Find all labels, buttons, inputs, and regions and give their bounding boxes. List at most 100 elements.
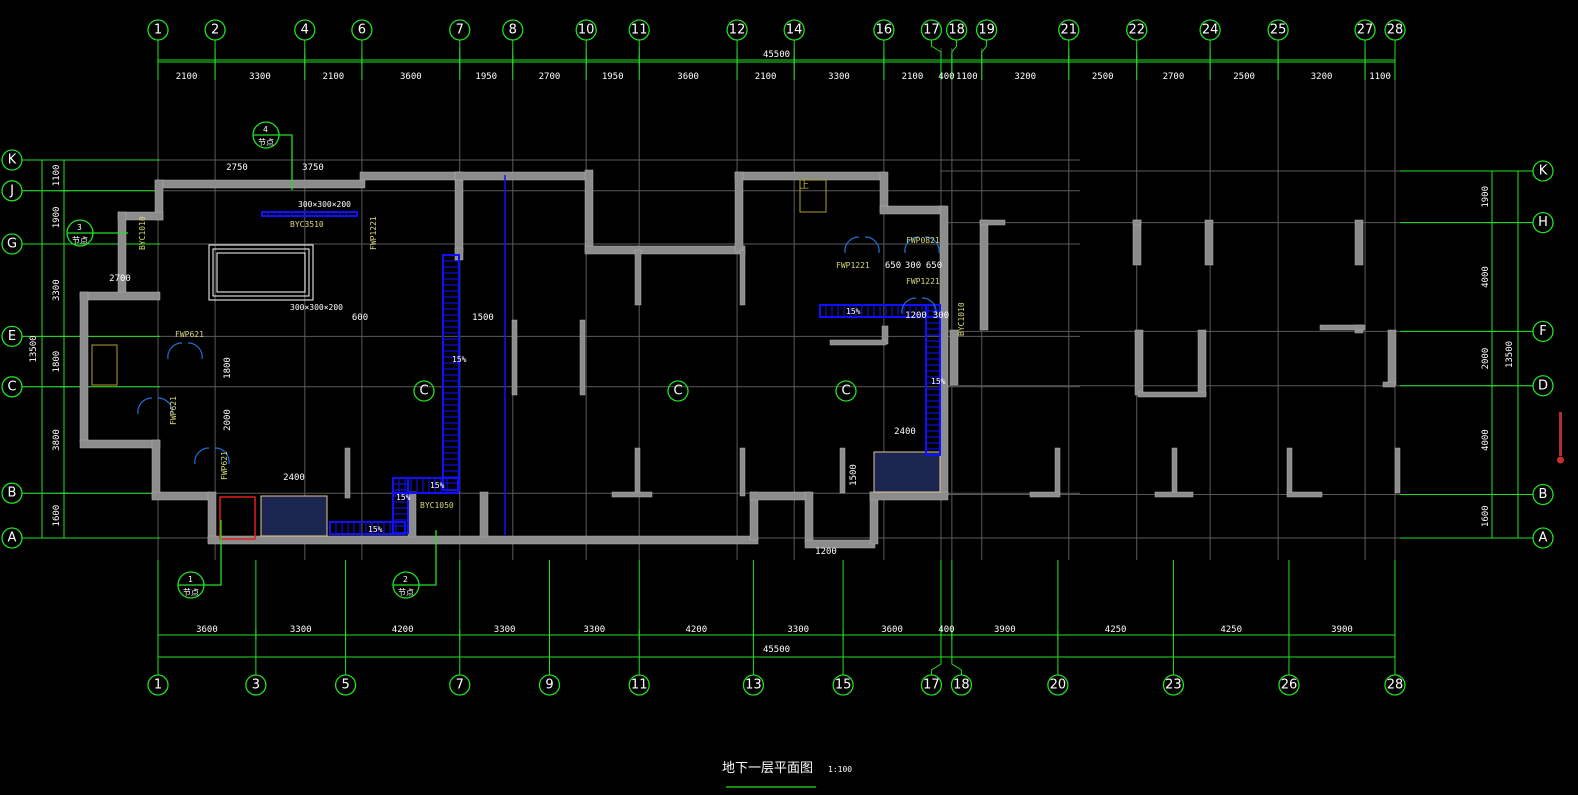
wall-segment [1154, 491, 1194, 498]
axis-label: 24 [1202, 23, 1219, 38]
axis-label: F [1539, 324, 1546, 339]
wall-segment [1132, 219, 1142, 266]
axis-label: 7 [456, 678, 464, 693]
axis-label: 18 [948, 23, 965, 38]
axis-label: 26 [1281, 678, 1298, 693]
wall-segment [879, 205, 946, 215]
wall-segment [79, 439, 161, 449]
shaft-outline [212, 248, 310, 297]
axis-bubble [245, 674, 267, 696]
dim-text: 300 [933, 311, 949, 321]
wall-segment [79, 291, 89, 443]
wall-segment [511, 319, 518, 396]
axis-bubble [920, 19, 943, 41]
wall-segment [749, 491, 811, 501]
axis-label: 2 [211, 23, 219, 38]
axis-bubble [975, 19, 998, 41]
axis-bubble [1532, 212, 1554, 234]
dim-text: 1500 [472, 313, 494, 323]
size-label: 300×300×200 [298, 200, 351, 209]
dim-text: 2400 [894, 427, 916, 437]
dimension-value: 2700 [539, 72, 561, 82]
dim-text: 650 [885, 261, 901, 271]
wall-segment [1132, 219, 1142, 226]
shaft-outline [208, 244, 314, 301]
local-axis-label: C [673, 384, 682, 399]
axis-label: A [8, 531, 17, 546]
detail-text: 节点 [258, 138, 274, 147]
drawing-title: 地下一层平面图 [722, 761, 813, 776]
axis-label: H [1538, 215, 1548, 230]
wall-segment [1029, 491, 1061, 498]
axis-bubble [449, 674, 471, 696]
axis-bubble [538, 674, 561, 696]
wall-segment [739, 447, 746, 497]
wall-segment [1286, 447, 1293, 494]
axis-bubble [1047, 674, 1069, 696]
wall-segment [804, 491, 814, 543]
axis-bubble [920, 674, 943, 696]
axis-bubble [873, 19, 895, 41]
dimension-value: 3600 [196, 625, 218, 635]
axis-label: E [8, 329, 16, 344]
door-code: FWP621 [169, 396, 178, 425]
dimension-value: 3800 [52, 429, 62, 451]
axis-label: 21 [1060, 23, 1077, 38]
wall-segment [584, 169, 594, 253]
axis-label: 8 [509, 23, 517, 38]
axis-bubble [449, 19, 471, 41]
dimension-value: 2000 [1481, 348, 1491, 370]
stair-up-mark: 上 [800, 180, 809, 191]
dimension-total: 45500 [763, 50, 790, 60]
axis-leader [930, 40, 942, 80]
axis-label: 9 [545, 678, 553, 693]
dimension-value: 3300 [290, 625, 312, 635]
axis-bubble [950, 674, 973, 696]
wall-segment [1387, 329, 1397, 386]
axis-label: C [7, 379, 16, 394]
axis-bubble [1532, 375, 1554, 397]
axis-label: 17 [923, 678, 940, 693]
stair-treads [260, 495, 328, 537]
dim-text: 3750 [302, 163, 324, 173]
dimension-value: 3300 [584, 625, 606, 635]
dimension-value: 3600 [400, 72, 422, 82]
dimension-value: 3300 [787, 625, 809, 635]
detail-callout-2: 2 节点 [392, 530, 437, 599]
dimension-value: 3300 [828, 72, 850, 82]
axis-label: 16 [876, 23, 893, 38]
scroll-indicator[interactable] [1557, 412, 1564, 464]
dimension-value: 400 [938, 72, 954, 82]
dimension-value: 4000 [1481, 266, 1491, 288]
dim-text: 600 [352, 313, 368, 323]
axis-bubble [1, 325, 23, 348]
axis-bubble [204, 19, 226, 41]
axis-label: 10 [578, 23, 595, 38]
axis-label: 5 [341, 678, 349, 693]
door-swing [904, 236, 940, 254]
axis-label: K [8, 153, 17, 168]
axis-bubble [628, 19, 650, 41]
slope-label: 15% [396, 493, 411, 502]
dimension-value: 1100 [956, 72, 978, 82]
slope-label: 15% [368, 525, 383, 534]
axis-label: A [1539, 531, 1548, 546]
axis-bubble [1199, 19, 1221, 41]
wall-segment [979, 219, 989, 331]
dimension-value: 3300 [52, 279, 62, 301]
axis-bubble [294, 19, 316, 41]
dimension-value: 3600 [881, 625, 903, 635]
axis-bubble [742, 674, 765, 696]
dimension-value: 2100 [902, 72, 924, 82]
dim-text: 2400 [283, 473, 305, 483]
wall-segment [829, 339, 887, 346]
axis-label: 7 [456, 23, 464, 38]
local-axis-label: C [841, 384, 850, 399]
axis-bubble [1384, 674, 1406, 696]
drawing-title-block: 地下一层平面图 1:100 [722, 761, 852, 788]
dimension-value: 4250 [1220, 625, 1242, 635]
axis-bubble [1278, 674, 1300, 696]
ramp [925, 304, 941, 456]
